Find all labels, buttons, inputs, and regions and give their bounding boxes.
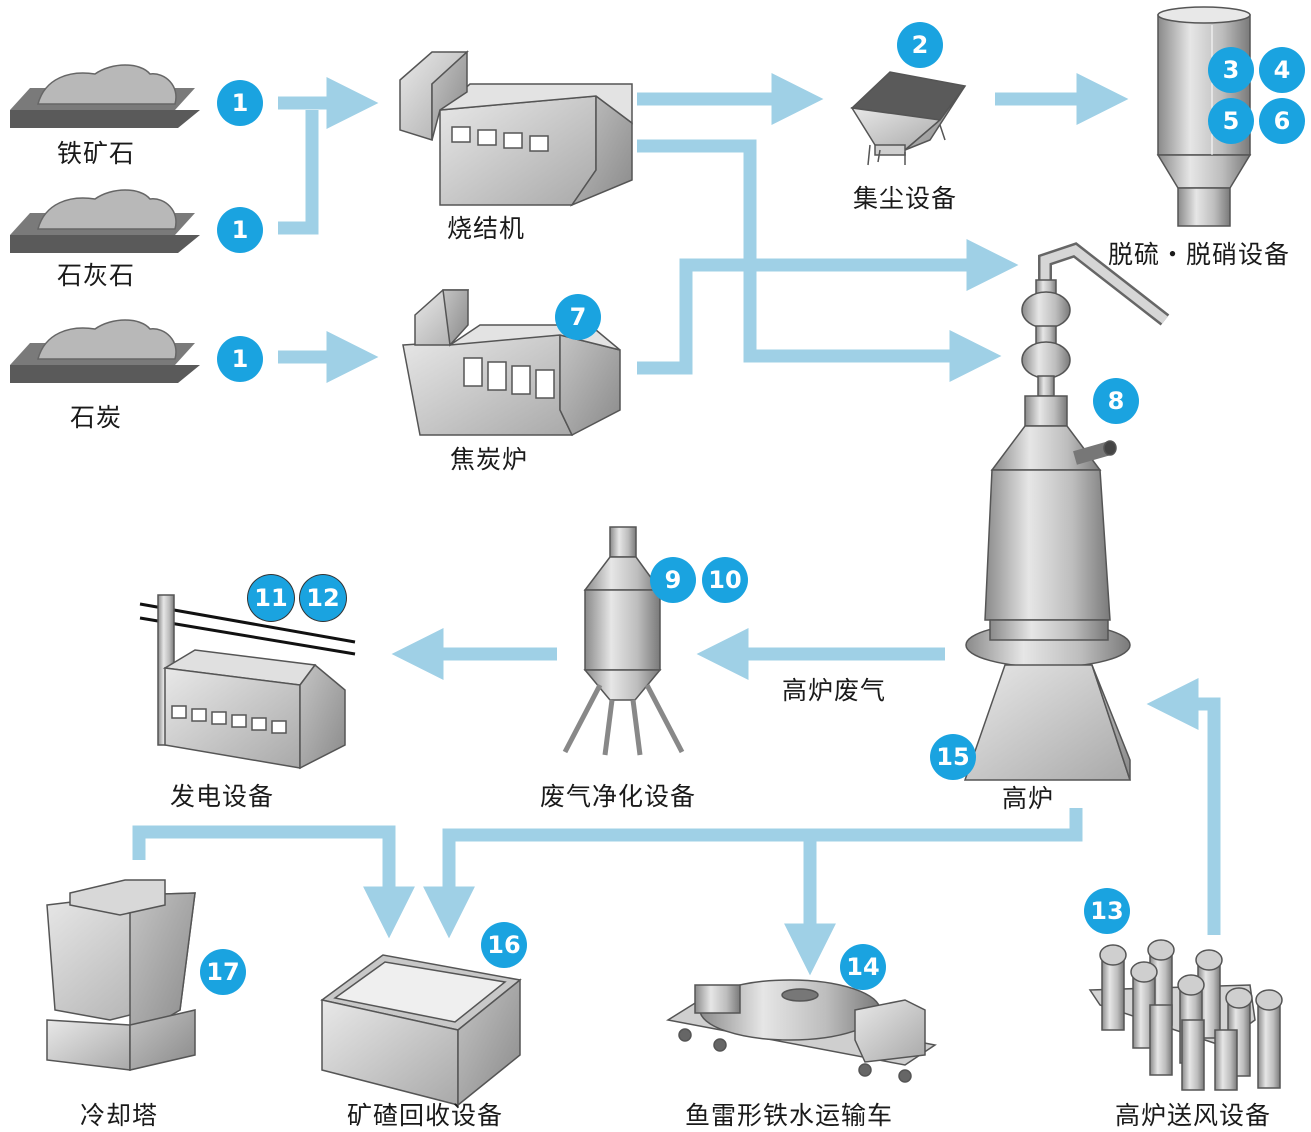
label-sinter: 烧结机 [447,214,526,243]
badge-6: 6 [1259,98,1305,144]
badge-7: 7 [555,294,601,340]
limestone-pile-icon [10,189,200,253]
badge-5: 5 [1208,98,1254,144]
label-desulf: 脱硫・脱硝设备 [1108,240,1291,269]
label-blast-furnace: 高炉 [1002,784,1055,813]
arrow-blower-to-furnace [1146,678,1221,935]
label-coke-oven: 焦炭炉 [450,445,529,474]
hot-blast-stoves-icon [1088,939,1283,1091]
blast-furnace-icon [963,242,1170,781]
label-limestone: 石灰石 [57,261,136,290]
badge-3: 3 [1208,47,1254,93]
badge-4: 4 [1259,47,1305,93]
sinter-machine-icon [399,50,633,207]
badge-1-coal: 1 [217,336,263,382]
slag-box-icon [320,954,522,1107]
label-power: 发电设备 [170,782,275,811]
torpedo-car-icon [665,979,937,1083]
arrow-sinter-to-furnace [637,139,1002,382]
badge-10: 10 [702,557,748,603]
label-dust: 集尘设备 [853,184,958,213]
power-plant-icon [139,594,356,770]
flow-arrows [132,73,1221,976]
iron-ore-pile-icon [10,64,200,128]
badge-1-limestone: 1 [217,207,263,253]
arrow-coke-to-furnace [637,239,1019,375]
cooling-tower-icon [46,879,196,1071]
badge-15: 15 [930,734,976,780]
badge-2: 2 [897,22,943,68]
line-furnace-bottom [423,808,1083,939]
label-gas: 高炉废气 [782,676,887,705]
coke-oven-icon [402,289,621,437]
label-cooling: 冷却塔 [80,1101,159,1130]
badge-17: 17 [200,949,246,995]
badge-13: 13 [1084,888,1130,934]
badge-16: 16 [481,922,527,968]
label-coal: 石炭 [70,403,123,432]
badge-9: 9 [650,557,696,603]
label-blower: 高炉送风设备 [1115,1101,1272,1130]
label-iron-ore: 铁矿石 [57,139,136,168]
badge-14: 14 [840,944,886,990]
dust-collector-icon [850,71,967,166]
gas-cleaner-icon [562,526,685,756]
badge-8: 8 [1093,378,1139,424]
coal-pile-icon [10,319,200,383]
label-gas-cleaner: 废气净化设备 [540,782,697,811]
line-limestone-join [278,110,319,235]
label-torpedo: 鱼雷形铁水运输车 [685,1101,894,1130]
badge-12: 12 [300,575,346,621]
badge-11: 11 [248,575,294,621]
arrow-cooling-to-slag [132,825,415,939]
label-slag: 矿碴回收设备 [347,1101,504,1130]
badge-1-iron-ore: 1 [217,80,263,126]
